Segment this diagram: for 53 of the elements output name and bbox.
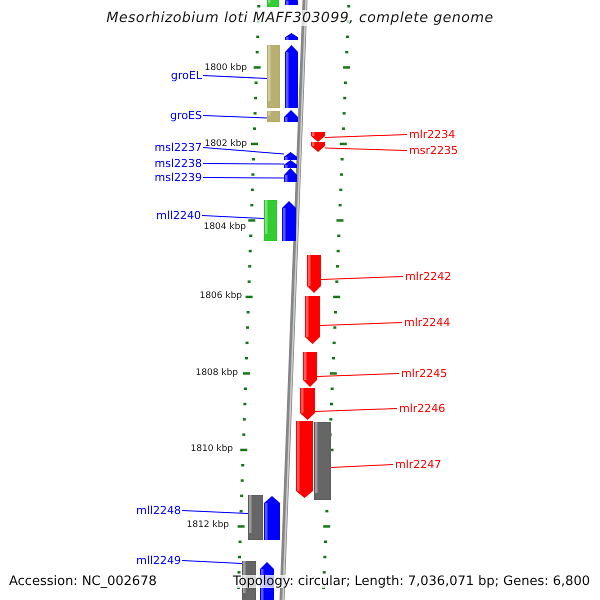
scale-label: 1812 kbp bbox=[186, 521, 229, 530]
gene-feature bbox=[305, 296, 320, 344]
gene-label: mll2248 bbox=[136, 505, 181, 516]
gene-label: mlr2234 bbox=[409, 129, 456, 140]
leader-line bbox=[202, 147, 284, 154]
gene-label: mll2249 bbox=[136, 555, 181, 566]
leader-line bbox=[320, 276, 404, 280]
leader-line bbox=[202, 115, 268, 118]
scale-label: 1806 kbp bbox=[200, 292, 242, 301]
gene-feature bbox=[284, 152, 297, 160]
gene-label: mlr2246 bbox=[399, 403, 446, 414]
gene-label: msl2239 bbox=[154, 172, 202, 183]
leader-line bbox=[324, 134, 408, 138]
gene-feature bbox=[300, 388, 315, 420]
footer-text: Accession: NC_002678 bbox=[9, 575, 157, 588]
leader-line bbox=[314, 408, 398, 412]
gene-bar bbox=[248, 495, 263, 540]
leader-line bbox=[202, 75, 268, 79]
gene-feature bbox=[303, 352, 317, 387]
gene-label: mlr2245 bbox=[401, 368, 448, 379]
gene-label: mlr2247 bbox=[395, 459, 442, 470]
gene-feature bbox=[307, 255, 321, 293]
scale-label: 1802 kbp bbox=[204, 140, 247, 149]
gene-bar bbox=[314, 422, 331, 500]
leader-line bbox=[330, 464, 394, 468]
leader-line bbox=[324, 148, 408, 151]
diagram-title: Mesorhizobium loti MAFF303099, complete genome bbox=[106, 10, 494, 26]
gene-bar bbox=[267, 111, 280, 122]
leader-line bbox=[182, 560, 242, 564]
scale-label: 1810 kbp bbox=[190, 445, 233, 454]
gene-feature bbox=[284, 168, 297, 182]
gene-label: groES bbox=[170, 110, 202, 121]
gene-feature bbox=[311, 142, 325, 152]
leader-line bbox=[202, 177, 284, 178]
leader-line bbox=[202, 215, 264, 219]
leader-line bbox=[320, 322, 402, 326]
gene-feature bbox=[311, 132, 325, 142]
gene-label: mll2240 bbox=[156, 210, 201, 221]
gene-label: mlr2242 bbox=[405, 271, 452, 282]
leader-line bbox=[316, 373, 400, 377]
gene-feature bbox=[284, 160, 297, 168]
gene-bar bbox=[264, 200, 277, 241]
scale-label: 1804 kbp bbox=[204, 223, 246, 232]
leader-line bbox=[202, 163, 284, 164]
scale-label: 1800 kbp bbox=[204, 64, 247, 73]
gene-label: msl2237 bbox=[154, 142, 202, 153]
gene-label: msl2238 bbox=[154, 158, 202, 169]
gene-bar bbox=[267, 45, 280, 108]
gene-label: mlr2244 bbox=[404, 317, 450, 328]
scale-label: 1808 kbp bbox=[196, 369, 238, 378]
gene-label: groEL bbox=[170, 70, 202, 81]
gene-label: msr2235 bbox=[409, 145, 458, 156]
leader-line bbox=[182, 510, 248, 514]
